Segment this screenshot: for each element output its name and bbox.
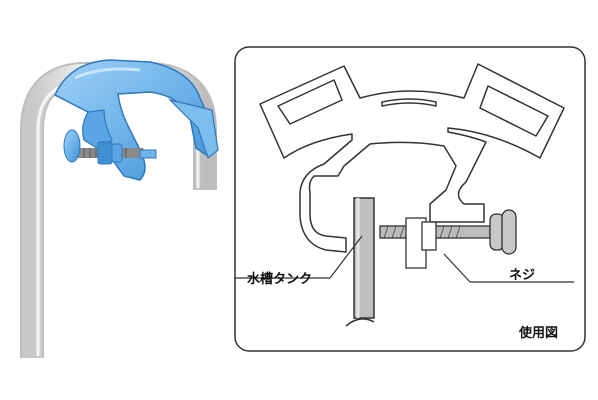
screw-leader [443,253,471,283]
screw [379,209,517,269]
usage-diagram [234,46,586,352]
tank-wall [345,197,375,327]
tube-holder-photo [20,59,219,358]
tank-label: 水槽タンク [247,272,313,287]
clamp-screw [63,129,157,165]
diagram-title: 使用図 [519,326,559,341]
clamp-body [54,59,219,181]
clamp-outline [259,63,565,253]
screw-label: ネジ [509,268,536,283]
